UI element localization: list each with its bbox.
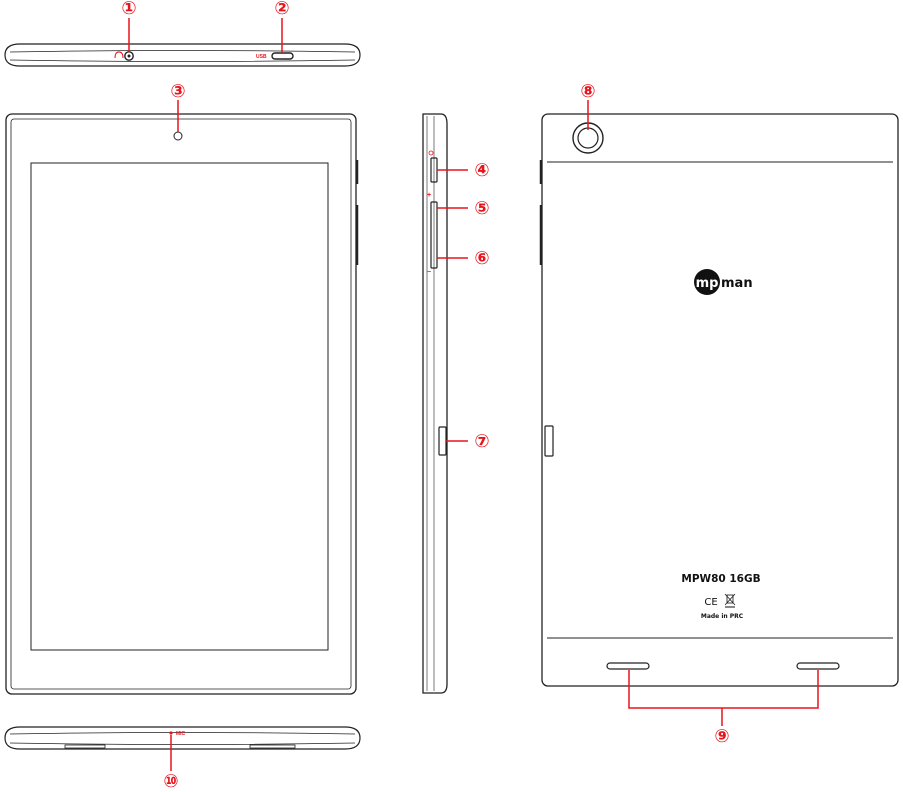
speaker-right xyxy=(796,662,840,670)
front-camera xyxy=(173,131,183,141)
brand-logo: mp man xyxy=(694,269,753,295)
callout-3: ③ xyxy=(170,81,185,102)
callout-4: ④ xyxy=(474,160,489,181)
usb-label: USB xyxy=(256,54,267,60)
front-view xyxy=(5,100,359,695)
callout-10: ⑩ xyxy=(163,771,178,792)
sd-card-slot xyxy=(438,426,447,456)
headphone-icon xyxy=(114,51,124,59)
ce-mark: CE xyxy=(704,597,717,608)
back-view: mp man MPW80 16GB CE Made in PRC xyxy=(539,100,899,726)
brand-left: mp xyxy=(696,276,719,291)
microphone xyxy=(169,731,173,735)
mic-label: MIC xyxy=(176,731,186,737)
origin-label: Made in PRC xyxy=(701,613,744,620)
callout-8: ⑧ xyxy=(580,81,595,102)
headphone-jack xyxy=(124,51,134,61)
callouts: ① ② ③ ④ ⑤ ⑥ ⑦ ⑧ ⑨ ⑩ xyxy=(121,0,729,792)
volume-plus-label: + xyxy=(427,192,431,199)
brand-right: man xyxy=(721,276,753,291)
power-icon xyxy=(428,150,434,156)
side-view: + − xyxy=(422,113,468,694)
weee-bin-icon xyxy=(724,593,736,608)
volume-minus-label: − xyxy=(427,269,431,276)
model-label: MPW80 16GB xyxy=(681,573,760,585)
callout-7: ⑦ xyxy=(474,431,489,452)
speaker-left xyxy=(606,662,650,670)
callout-9: ⑨ xyxy=(714,726,729,747)
bottom-edge-view: MIC xyxy=(4,726,361,771)
screen xyxy=(30,162,329,651)
top-edge-view: USB xyxy=(4,18,361,67)
callout-5: ⑤ xyxy=(474,198,489,219)
callout-6: ⑥ xyxy=(474,248,489,269)
callout-1: ① xyxy=(121,0,136,19)
volume-rocker xyxy=(430,201,438,269)
callout-2: ② xyxy=(274,0,289,19)
usb-port xyxy=(271,52,294,60)
